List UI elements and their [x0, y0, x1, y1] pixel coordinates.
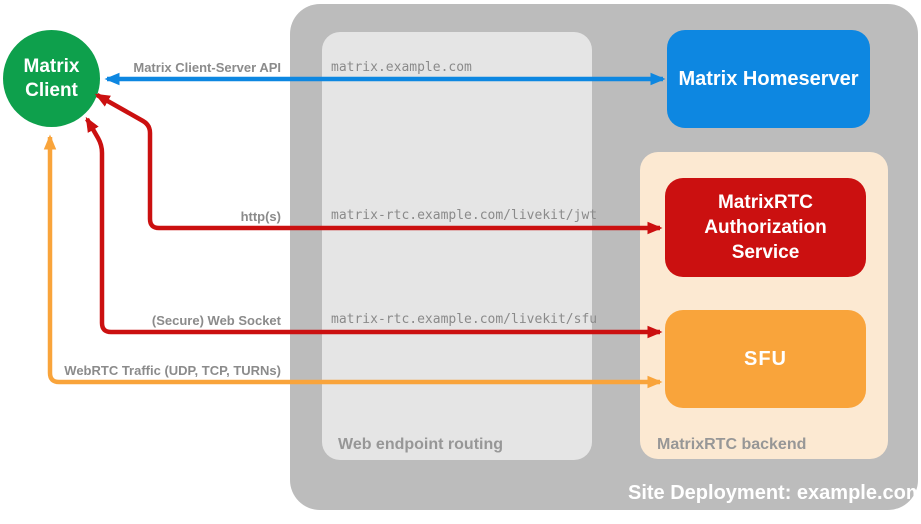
webrtc-traffic-label: WebRTC Traffic (UDP, TCP, TURNs): [64, 363, 281, 378]
endpoint-livekit-jwt-url: matrix-rtc.example.com/livekit/jwt: [331, 208, 598, 223]
endpoint-livekit-sfu-url: matrix-rtc.example.com/livekit/sfu: [331, 312, 598, 327]
https-label: http(s): [240, 209, 281, 224]
matrixrtc-backend-label: MatrixRTC backend: [657, 436, 807, 453]
web-endpoint-routing-box: [322, 32, 592, 460]
client-server-api-label: Matrix Client-Server API: [133, 60, 281, 75]
web-endpoint-routing-label: Web endpoint routing: [338, 436, 504, 453]
websocket-label: (Secure) Web Socket: [151, 313, 281, 328]
node-matrix-homeserver: Matrix Homeserver: [667, 30, 870, 128]
node-matrixrtc-authorization-service: MatrixRTC Authorization Service: [665, 178, 866, 277]
endpoint-matrix-url: matrix.example.com: [331, 60, 472, 75]
node-sfu: SFU: [665, 310, 866, 408]
site-deployment-label: Site Deployment: example.com: [628, 482, 921, 504]
node-matrix-client: Matrix Client: [3, 30, 100, 127]
